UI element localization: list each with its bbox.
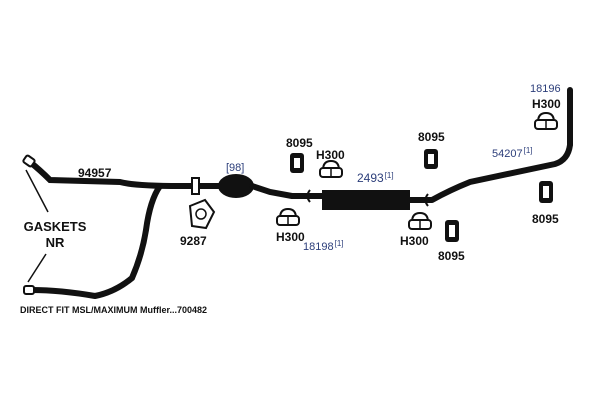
tailpipe — [429, 87, 573, 203]
hanger-8095-upper — [290, 153, 304, 173]
front-pipe-upper — [27, 159, 183, 189]
tailpipe-clamp — [424, 193, 429, 207]
part-note-54207: [1] — [523, 146, 533, 155]
pipe-flange-top-left — [22, 154, 36, 168]
gasket-9287-hole — [195, 208, 207, 220]
part-label-54207: 54207[1] — [492, 146, 533, 160]
catalytic-converter — [218, 174, 254, 198]
hanger-8095-muffler-upper — [424, 149, 438, 169]
part-label-94957: 94957 — [78, 166, 112, 180]
clamp-h300-tailpipe — [534, 111, 558, 130]
part-label-h300-tailpipe: H300 — [532, 97, 561, 111]
part-label-h300-lower: H300 — [276, 230, 305, 244]
part-note-2493: [1] — [384, 171, 394, 180]
part-label-9287: 9287 — [180, 234, 207, 248]
gaskets-label: GASKETS NR — [20, 220, 90, 249]
hanger-8095-tailpipe — [539, 181, 553, 203]
gaskets-line1: GASKETS — [23, 219, 87, 234]
front-pipe-lower — [29, 183, 163, 300]
part-label-8095-upper: 8095 — [286, 136, 313, 150]
part-label-98: [98] — [226, 162, 245, 174]
gaskets-line2: NR — [45, 235, 65, 250]
part-label-18198: 18198[1] — [303, 239, 344, 253]
gasket-pointer-upper — [25, 169, 49, 213]
part-number-18198: 18198 — [303, 241, 334, 253]
diagram-caption: DIRECT FIT MSL/MAXIMUM Muffler...700482 — [20, 305, 208, 315]
part-number-2493: 2493 — [357, 171, 384, 185]
part-label-h300-muffler: H300 — [400, 234, 429, 248]
hanger-8095-muffler-lower — [445, 220, 459, 242]
clamp-h300-mid — [319, 159, 343, 178]
clamp-h300-muffler — [408, 211, 432, 230]
mid-pipe-clamp — [306, 189, 311, 203]
converter-flange — [191, 177, 200, 195]
gasket-pointer-lower — [27, 253, 47, 283]
pipe-flange-bottom-left — [23, 285, 35, 295]
part-number-54207: 54207 — [492, 148, 523, 160]
part-label-h300-mid: H300 — [316, 148, 345, 162]
part-label-2493: 2493[1] — [357, 171, 394, 185]
muffler-body — [322, 190, 410, 210]
clamp-h300-lower — [276, 207, 300, 226]
part-label-18196: 18196 — [530, 83, 561, 95]
part-label-8095-muffler-lower: 8095 — [438, 249, 465, 263]
part-note-18198: [1] — [334, 239, 344, 248]
part-label-8095-tailpipe: 8095 — [532, 212, 559, 226]
part-label-8095-muffler-upper: 8095 — [418, 130, 445, 144]
converter-outlet-pipe — [249, 183, 295, 199]
